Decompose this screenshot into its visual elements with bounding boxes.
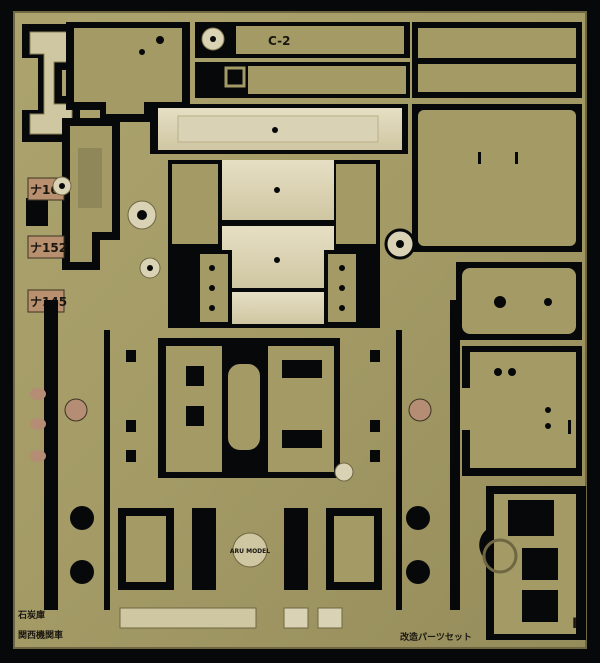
maker-label-2: 関西機関車 — [18, 629, 63, 641]
side-block-hole — [339, 265, 345, 271]
arm-detail — [78, 148, 102, 208]
center-panel-3 — [232, 292, 324, 324]
nameplate-2 — [27, 235, 65, 259]
box-hole — [544, 298, 552, 306]
mechanism-slot — [282, 430, 322, 448]
chassis-hole — [545, 423, 551, 429]
slot-mark — [515, 152, 518, 164]
gear-hub — [210, 36, 216, 42]
frame-rail-inner-l — [104, 330, 110, 610]
panel-hole — [274, 187, 280, 193]
builder-seal — [64, 398, 88, 422]
cab-window — [508, 500, 554, 536]
center-panel-left — [172, 164, 218, 244]
panel-hole — [274, 257, 280, 263]
maker-label-1: 石炭庫 — [17, 609, 45, 621]
truck-slot — [192, 508, 216, 590]
round-pad-hole — [396, 240, 404, 248]
chassis-hole — [545, 407, 551, 413]
chassis-hole — [494, 368, 502, 376]
top-bracket-part — [74, 28, 182, 114]
frame-part — [248, 66, 406, 94]
nameplate-2-label: ナ152 — [30, 241, 67, 255]
roof-panel — [418, 110, 576, 246]
frame-hole — [70, 560, 94, 584]
frame-slot — [126, 420, 136, 432]
ring-hole — [59, 183, 65, 189]
part-number-label: I — [572, 616, 577, 632]
frame-hole — [406, 506, 430, 530]
mechanism-slot — [186, 366, 204, 386]
frame-slot — [126, 350, 136, 362]
bottom-tab — [283, 607, 309, 629]
cab-window — [522, 548, 558, 580]
frame-rail-left — [44, 300, 58, 610]
truck-part-left — [126, 516, 166, 582]
c2-strip-part — [236, 26, 404, 54]
frame-slot — [370, 350, 380, 362]
pivot-hole — [139, 49, 145, 55]
chassis-part — [456, 352, 576, 468]
brand-disc — [232, 532, 268, 568]
brand-label: ARU MODEL — [230, 548, 270, 555]
side-block-hole — [209, 285, 215, 291]
slot-mark — [478, 152, 481, 164]
side-panel-upper — [418, 28, 576, 58]
frame-slot — [370, 450, 380, 462]
square-window — [224, 66, 246, 88]
frame-slot — [126, 450, 136, 462]
box-part — [462, 268, 576, 334]
bottom-strip — [119, 607, 257, 629]
truck-part-right — [334, 516, 374, 582]
side-block-hole — [209, 305, 215, 311]
cab-ring — [482, 538, 518, 574]
frame-rail-inner-r — [396, 330, 402, 610]
nameplate-1-frame — [26, 198, 48, 226]
center-panel-2 — [222, 226, 334, 288]
mount-hole — [272, 127, 278, 133]
set-name-label: 改造パーツセット — [400, 631, 472, 643]
mechanism-window — [224, 360, 264, 454]
truck-slot — [284, 508, 308, 590]
mechanism-slot — [282, 360, 322, 378]
frame-rail-right — [450, 300, 460, 610]
wheel-hub — [137, 210, 147, 220]
small-plate — [30, 388, 46, 400]
frame-slot — [370, 420, 380, 432]
side-panel-lower — [418, 64, 576, 92]
box-hole — [494, 296, 506, 308]
frame-hole — [406, 560, 430, 584]
side-block-hole — [339, 285, 345, 291]
small-plate — [30, 450, 46, 462]
small-plate — [30, 418, 46, 430]
chassis-hole — [508, 368, 516, 376]
gear-disc — [334, 462, 354, 482]
center-panel-right — [336, 164, 376, 244]
frame-hole — [70, 506, 94, 530]
bottom-tab — [317, 607, 343, 629]
pivot-hole — [156, 36, 164, 44]
side-block-hole — [339, 305, 345, 311]
slot-mark — [568, 420, 571, 434]
builder-seal — [408, 398, 432, 422]
side-block-hole — [209, 265, 215, 271]
gear-hub — [147, 265, 153, 271]
cab-window — [522, 590, 558, 622]
shiny-strip-inner — [177, 115, 379, 143]
sprue-code-label: C-2 — [268, 34, 290, 48]
mechanism-slot — [186, 406, 204, 426]
